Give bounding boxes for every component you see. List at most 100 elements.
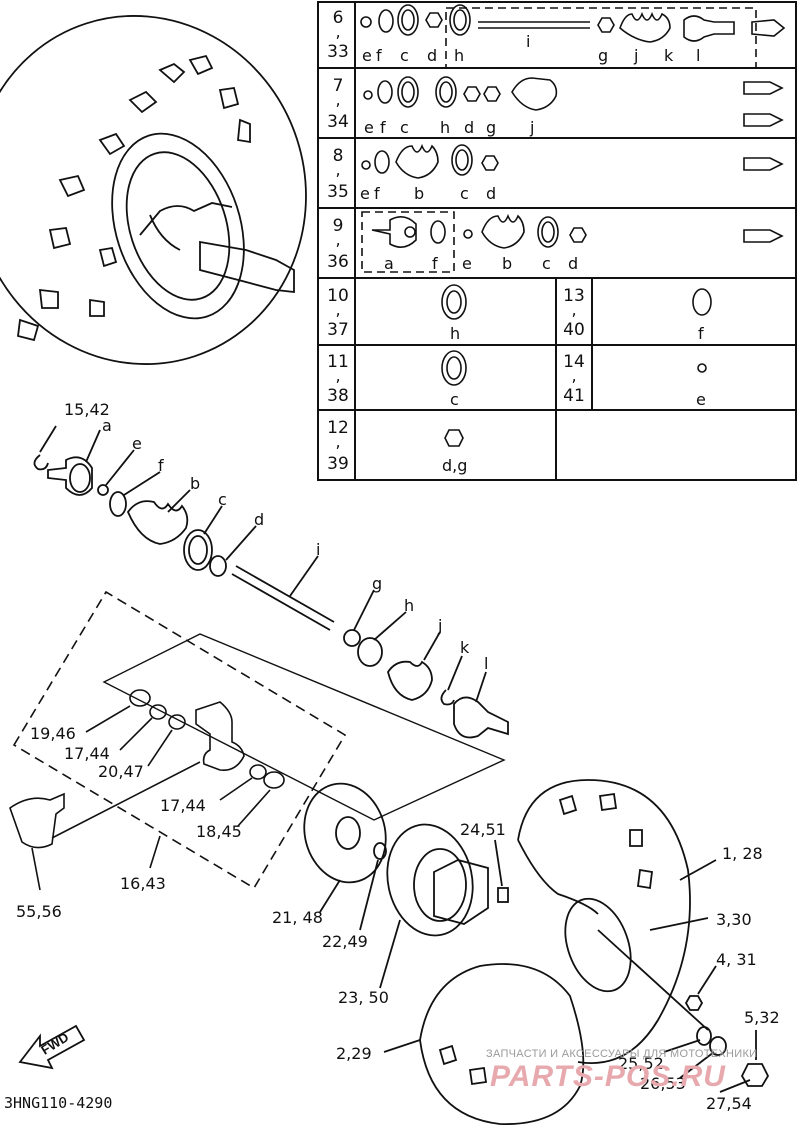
row-7-num-top: 7 — [332, 76, 344, 96]
row-6-letter: j — [634, 46, 639, 65]
row-7-sep: , — [335, 90, 341, 109]
row-6-letter: g — [598, 46, 609, 65]
row-8-letter: c — [460, 184, 469, 203]
row-13-num-bottom: 40 — [563, 320, 585, 340]
callout-1-28: 1, 28 — [722, 844, 763, 863]
row-7-letter: f — [380, 118, 386, 137]
callout-c: c — [218, 490, 227, 509]
row-7-letter: e — [364, 118, 374, 137]
callout-55-56: 55,56 — [16, 902, 62, 921]
row-11-num-top: 11 — [327, 352, 349, 372]
callout-26-53: 26,53 — [640, 1074, 686, 1093]
row-13-sep: , — [571, 300, 577, 319]
row-7-letter: h — [440, 118, 451, 137]
callout-4-31: 4, 31 — [716, 950, 757, 969]
callout-21-48: 21, 48 — [272, 908, 323, 927]
callout-15-42: 15,42 — [64, 400, 110, 419]
row-11-num-bottom: 38 — [327, 386, 349, 406]
row-9-letter: f — [432, 254, 438, 273]
row-9-letter: b — [502, 254, 513, 273]
callout-24-51: 24,51 — [460, 820, 506, 839]
row-8-letter: d — [486, 184, 497, 203]
row-10-sep: , — [335, 300, 341, 319]
row6-part-icons — [360, 4, 786, 43]
callout-i: i — [316, 540, 321, 559]
row-7-letter: c — [400, 118, 409, 137]
row-7-letter: g — [486, 118, 497, 137]
callout-d: d — [254, 510, 265, 529]
row-6-num-bottom: 33 — [327, 42, 349, 62]
callout-18-45: 18,45 — [196, 822, 242, 841]
row-9-letter: d — [568, 254, 579, 273]
row9-part-icons — [371, 213, 784, 249]
watermark-text: ЗАПЧАСТИ И АКСЕССУАРЫ ДЛЯ МОТОТЕХНИКИ — [486, 1048, 758, 1060]
row-9-letter: e — [462, 254, 472, 273]
row-14-num-top: 14 — [563, 352, 585, 372]
row-8-letter: e — [360, 184, 370, 203]
callout-h: h — [404, 596, 415, 615]
callout-a: a — [102, 416, 112, 435]
row-12-num-bottom: 39 — [327, 454, 349, 474]
row-14-num-bottom: 41 — [563, 386, 585, 406]
row-12-num-top: 12 — [327, 418, 349, 438]
callout-3-30: 3,30 — [716, 910, 752, 929]
row-6-letter: e — [362, 46, 372, 65]
callout-f: f — [158, 456, 164, 475]
row7-part-icons — [363, 76, 784, 127]
row-14-letter: e — [696, 390, 706, 409]
exploded-shaft-parts — [33, 425, 509, 739]
row-8-num-bottom: 35 — [327, 182, 349, 202]
row-12-sep: , — [335, 432, 341, 451]
row-8-letter: b — [414, 184, 425, 203]
row-6-letter: i — [526, 32, 531, 51]
row-9-num-top: 9 — [332, 216, 344, 236]
callout-g: g — [372, 574, 383, 593]
callout-17-44-b: 17,44 — [160, 796, 206, 815]
row-7-num-bottom: 34 — [327, 112, 349, 132]
callout-5-32: 5,32 — [744, 1008, 780, 1027]
diagram-code: 3HNG110-4290 — [4, 1094, 113, 1112]
watermark-logo: PARTS-POS.RU — [490, 1060, 726, 1093]
callout-20-47: 20,47 — [98, 762, 144, 781]
callout-b: b — [190, 474, 201, 493]
row-8-num-top: 8 — [332, 146, 344, 166]
row-12-letter: d,g — [442, 456, 468, 475]
row-10-num-bottom: 37 — [327, 320, 349, 340]
callout-19-46: 19,46 — [30, 724, 76, 743]
callout-25-52: 25,52 — [618, 1054, 664, 1073]
upper-wheel-drawing — [0, 15, 307, 365]
row-7-letter: d — [464, 118, 475, 137]
row-10-num-top: 10 — [327, 286, 349, 306]
row-14-sep: , — [571, 366, 577, 385]
row-6-letter: f — [376, 46, 382, 65]
callout-l: l — [484, 654, 489, 673]
row-9-letter: c — [542, 254, 551, 273]
row-8-sep: , — [335, 160, 341, 179]
fwd-arrow — [18, 1024, 86, 1070]
row-6-letter: c — [400, 46, 409, 65]
callout-23-50: 23, 50 — [338, 988, 389, 1007]
kit-table-grid — [317, 1, 797, 481]
row-6-letter: l — [696, 46, 701, 65]
brake-and-hub — [303, 782, 509, 989]
row-6-letter: h — [454, 46, 465, 65]
row8-part-icons — [361, 143, 784, 179]
row-13-letter: f — [698, 324, 704, 343]
callout-j: j — [438, 616, 443, 635]
callout-2-29: 2,29 — [336, 1044, 372, 1063]
row-6-num-top: 6 — [332, 8, 344, 28]
row-6-letter: k — [664, 46, 674, 65]
row-9-sep: , — [335, 230, 341, 249]
row-8-letter: f — [374, 184, 380, 203]
row-7-letter: j — [530, 118, 535, 137]
callout-27-54: 27,54 — [706, 1094, 752, 1113]
single-part-icons — [441, 284, 712, 447]
row-11-sep: , — [335, 366, 341, 385]
row-9-num-bottom: 36 — [327, 252, 349, 272]
lower-wheel-drawing — [383, 779, 770, 1125]
callout-17-44-a: 17,44 — [64, 744, 110, 763]
row-6-sep: , — [335, 22, 341, 41]
callout-22-49: 22,49 — [322, 932, 368, 951]
